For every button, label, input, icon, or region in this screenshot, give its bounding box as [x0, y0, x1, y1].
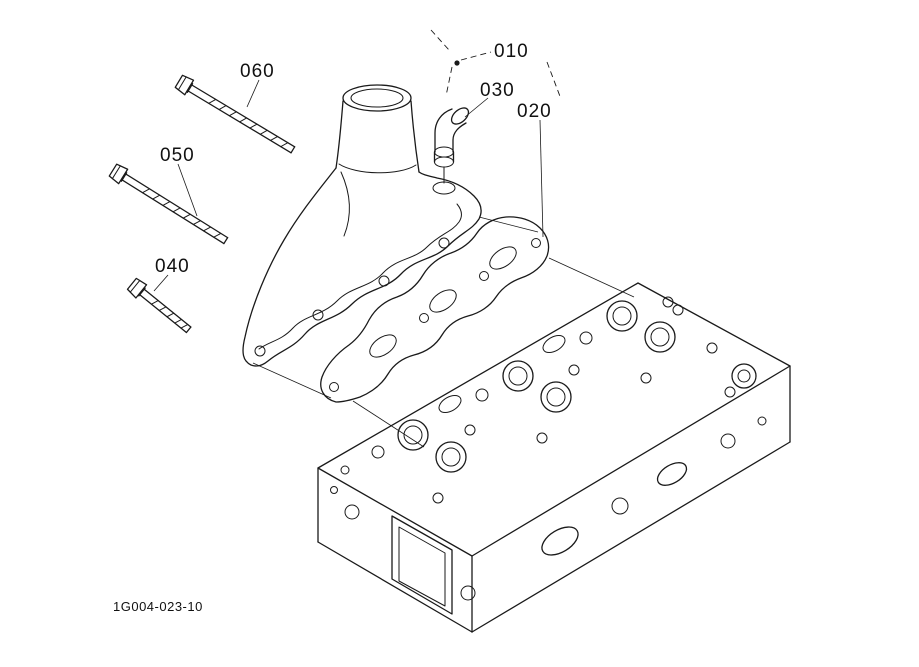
intake-manifold	[242, 84, 482, 367]
bolt-040	[125, 276, 195, 338]
alignment-lines	[252, 216, 635, 448]
callout-050-label: 050	[160, 145, 195, 166]
assembly-reference-dot	[454, 60, 460, 66]
drawing-number: 1G004-023-10	[113, 599, 203, 614]
elbow-fitting	[433, 107, 470, 184]
bolt-050	[107, 162, 231, 249]
callout-010-label: 010	[494, 41, 529, 62]
callout-060-label: 060	[240, 61, 275, 82]
leader-lines	[153, 29, 562, 292]
cylinder-head	[317, 282, 791, 633]
callout-040-label: 040	[155, 256, 190, 277]
manifold-gasket	[320, 216, 550, 403]
callout-020-label: 020	[517, 101, 552, 122]
callouts: 010 030 020 060 050 040	[155, 41, 552, 277]
callout-030-label: 030	[480, 80, 515, 101]
